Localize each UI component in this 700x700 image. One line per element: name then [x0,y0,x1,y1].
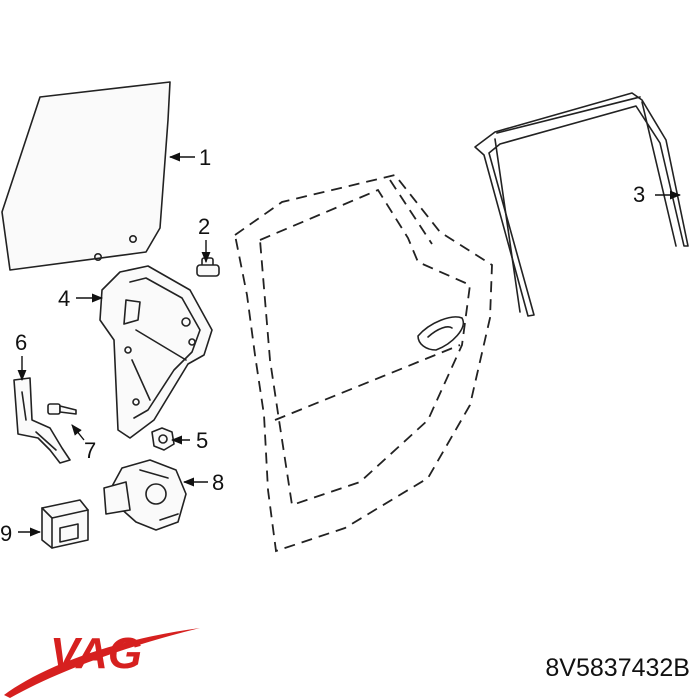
callout-8: 8 [212,470,224,495]
callout-1: 1 [199,145,211,170]
callout-7: 7 [84,438,96,463]
rear-door-outline [234,173,493,553]
window-glass[interactable] [1,81,171,271]
callout-6: 6 [15,330,27,355]
callout-4: 4 [58,286,70,311]
window-regulator[interactable] [99,265,213,439]
callout-2: 2 [198,214,210,239]
control-module[interactable] [41,499,89,549]
window-channel-seal[interactable] [474,92,689,317]
screw[interactable] [47,403,77,415]
logo-text: VAG [50,629,142,678]
callout-9: 9 [0,521,12,546]
callout-3: 3 [633,182,645,207]
callout-labels: 1 2 3 4 5 6 7 8 9 [0,145,645,546]
guide-rail[interactable] [13,377,71,464]
part-number: 8V5837432B [545,654,690,682]
bolt[interactable] [196,257,220,277]
leader-lines [17,152,682,537]
nut[interactable] [151,427,175,451]
callout-5: 5 [196,428,208,453]
regulator-motor[interactable] [103,459,187,531]
vag-logo: VAG [4,628,200,698]
